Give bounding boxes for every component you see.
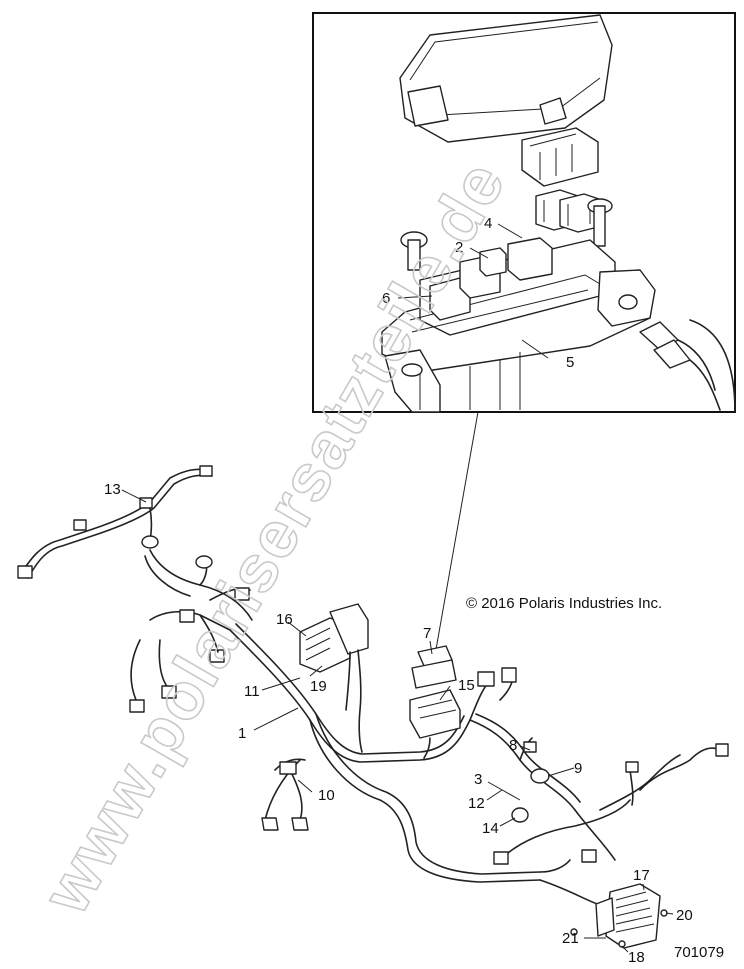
callout-14: 14 xyxy=(482,820,499,837)
battery-terminals xyxy=(639,319,736,413)
callout-21: 21 xyxy=(562,930,579,947)
detail-reference-line xyxy=(431,411,479,673)
voltage-regulator xyxy=(595,883,661,949)
harness-fuse-box xyxy=(409,645,461,759)
callout-5: 5 xyxy=(566,354,574,371)
ecu-module xyxy=(299,603,369,753)
callout-17: 17 xyxy=(633,867,650,884)
callout-13: 13 xyxy=(104,481,121,498)
watermark: www.polarisersatzteile.de xyxy=(28,148,520,926)
callout-18: 18 xyxy=(628,949,645,966)
fuse-box-detail-inset: 4 2 6 5 xyxy=(312,12,736,413)
callout-20: 20 xyxy=(676,907,693,924)
copyright-notice: © 2016 Polaris Industries Inc. xyxy=(466,595,662,612)
fuse-box-cover xyxy=(399,14,613,143)
callout-15: 15 xyxy=(458,677,475,694)
fuse-box-body xyxy=(381,237,656,413)
diagram-part-number: 701079 xyxy=(674,944,724,961)
callout-1: 1 xyxy=(238,725,246,742)
callout-leaders xyxy=(121,489,674,953)
callout-4: 4 xyxy=(484,215,492,232)
callout-3: 3 xyxy=(474,771,482,788)
relay-block xyxy=(521,127,599,187)
main-wire-harness xyxy=(17,465,729,949)
callout-16: 16 xyxy=(276,611,293,628)
callout-11: 11 xyxy=(244,683,260,700)
callout-12: 12 xyxy=(468,795,485,812)
callout-19: 19 xyxy=(310,678,327,695)
screw-left xyxy=(400,231,428,271)
callout-2: 2 xyxy=(455,239,463,256)
callout-7: 7 xyxy=(423,625,431,642)
callout-9: 9 xyxy=(574,760,582,777)
callout-10: 10 xyxy=(318,787,335,804)
callout-6: 6 xyxy=(382,290,390,307)
callout-8: 8 xyxy=(509,737,517,754)
screw-right xyxy=(587,198,613,247)
